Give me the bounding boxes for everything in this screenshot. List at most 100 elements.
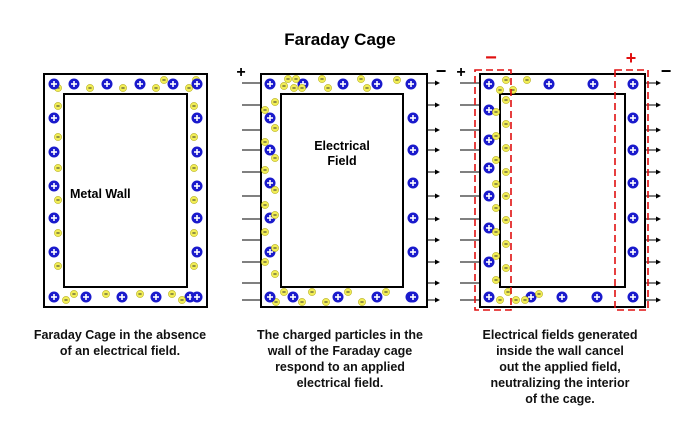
negative-charge <box>54 196 62 204</box>
induced-negative-box <box>474 69 512 311</box>
negative-charge <box>298 84 306 92</box>
positive-charge <box>627 246 639 258</box>
negative-charge <box>492 156 500 164</box>
positive-charge <box>191 146 203 158</box>
positive-charge <box>556 291 568 303</box>
caption-line: neutralizing the interior <box>490 376 630 390</box>
field-line-arrowhead <box>656 80 661 86</box>
negative-charge <box>492 276 500 284</box>
positive-charge <box>483 222 495 234</box>
positive-charge <box>264 144 276 156</box>
field-line-arrowhead <box>656 193 661 199</box>
caption-line: out the applied field, <box>499 360 621 374</box>
negative-charge <box>358 298 366 306</box>
positive-charge <box>407 144 419 156</box>
negative-charge <box>502 96 510 104</box>
negative-charge <box>512 296 520 304</box>
caption-line: respond to an applied <box>275 360 405 374</box>
field-line-arrowhead <box>435 127 440 133</box>
negative-charge <box>322 298 330 306</box>
negative-charge <box>496 296 504 304</box>
positive-charge <box>68 78 80 90</box>
charges <box>48 75 639 306</box>
positive-charge <box>483 134 495 146</box>
negative-charge <box>136 290 144 298</box>
positive-charge <box>48 112 60 124</box>
negative-charge <box>298 298 306 306</box>
electrical-field-label: Electrical Field <box>306 139 378 169</box>
page-title: Faraday Cage <box>284 30 396 49</box>
field-line-arrowhead <box>656 147 661 153</box>
negative-charge <box>492 228 500 236</box>
plus-sign-induced: + <box>626 48 637 68</box>
plus-sign-applied-field: + <box>456 64 465 81</box>
positive-charge <box>191 212 203 224</box>
field-line-arrowhead <box>656 169 661 175</box>
cages <box>43 73 646 308</box>
plus-sign-applied-field: + <box>236 64 245 81</box>
field-line-arrowhead <box>435 259 440 265</box>
negative-charge <box>502 216 510 224</box>
field-line-arrowhead <box>435 237 440 243</box>
negative-charge <box>308 288 316 296</box>
cage-inner-wall <box>499 93 626 288</box>
caption-line: electrical field. <box>296 376 384 390</box>
field-line-arrowhead <box>656 280 661 286</box>
caption-line: wall of the Faraday cage <box>267 344 413 358</box>
field-line-arrowhead <box>435 216 440 222</box>
negative-charge <box>271 98 279 106</box>
negative-charge <box>54 262 62 270</box>
positive-charge <box>264 112 276 124</box>
negative-charge <box>523 76 531 84</box>
field-line-arrowhead <box>656 216 661 222</box>
negative-charge <box>261 166 269 174</box>
positive-charge <box>483 190 495 202</box>
negative-charge <box>382 288 390 296</box>
negative-charge <box>502 192 510 200</box>
negative-charge <box>496 86 504 94</box>
negative-charge <box>502 168 510 176</box>
negative-charge <box>261 201 269 209</box>
negative-charge <box>271 186 279 194</box>
negative-charge <box>152 84 160 92</box>
positive-charge <box>116 291 128 303</box>
field-line-arrowhead <box>435 297 440 303</box>
negative-charge <box>160 76 168 84</box>
caption-line: Faraday Cage in the absence <box>33 328 207 342</box>
minus-sign-applied-field: − <box>661 61 672 81</box>
negative-charge <box>62 296 70 304</box>
field-line-arrowhead <box>656 259 661 265</box>
positive-charge <box>264 78 276 90</box>
positive-charge <box>483 291 495 303</box>
negative-charge <box>119 84 127 92</box>
positive-charge <box>627 112 639 124</box>
positive-charge <box>287 291 299 303</box>
negative-charge <box>70 290 78 298</box>
positive-charge <box>101 78 113 90</box>
positive-charge <box>48 78 60 90</box>
field-line-arrowhead <box>435 102 440 108</box>
negative-charge <box>344 288 352 296</box>
negative-charge <box>324 84 332 92</box>
caption-no-field: Faraday Cage in the absence of an electr… <box>12 327 228 359</box>
field-line-arrowhead <box>435 280 440 286</box>
field-line-arrowhead <box>435 80 440 86</box>
positive-charge <box>483 104 495 116</box>
positive-charge <box>332 291 344 303</box>
negative-charge <box>363 84 371 92</box>
negative-charge <box>168 290 176 298</box>
negative-charge <box>502 144 510 152</box>
polarity-signs: +−+−−+ <box>236 47 671 81</box>
positive-charge <box>48 291 60 303</box>
field-line-arrowhead <box>435 169 440 175</box>
positive-charge <box>627 212 639 224</box>
positive-charge <box>48 146 60 158</box>
positive-charge <box>264 177 276 189</box>
positive-charge <box>407 177 419 189</box>
positive-charge <box>591 291 603 303</box>
electrical-field-label-line1: Electrical <box>314 139 370 153</box>
negative-charge <box>284 75 292 83</box>
negative-charge <box>261 106 269 114</box>
negative-charge <box>521 296 529 304</box>
positive-charge <box>191 78 203 90</box>
